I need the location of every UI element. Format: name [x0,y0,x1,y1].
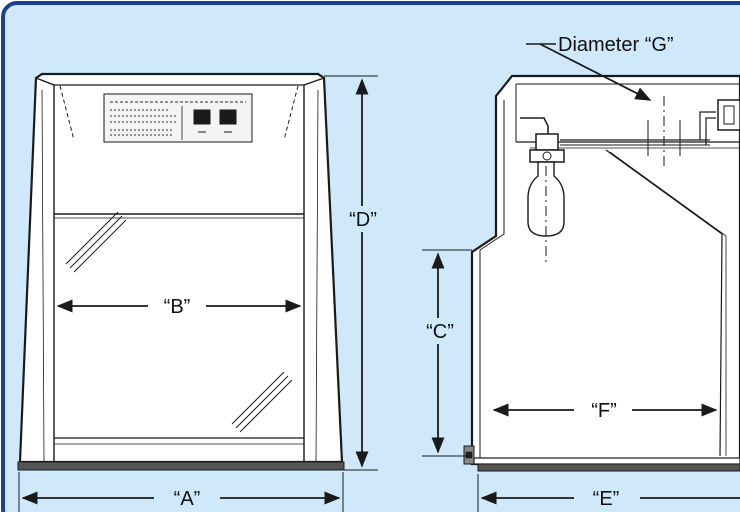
label-a-group: “A” [154,486,220,510]
label-e: “E” [593,488,620,510]
label-g: Diameter “G” [558,34,674,56]
switch-right [219,109,237,125]
label-f-group: “F” [574,398,632,422]
side-base [473,457,740,465]
label-d-group: “D” [342,206,384,232]
side-view [463,74,740,472]
label-b-group: “B” [148,294,206,318]
label-e-group: “E” [574,486,640,510]
glass-reflection [65,211,293,433]
label-f: “F” [591,400,617,422]
front-base [17,461,345,471]
front-view [17,72,345,471]
valve-body [535,133,559,151]
label-a: “A” [174,488,201,510]
switch-left [193,109,211,125]
label-c: “C” [426,321,454,343]
label-c-group: “C” [418,318,462,344]
label-d: “D” [349,209,377,231]
label-b: “B” [164,296,191,318]
